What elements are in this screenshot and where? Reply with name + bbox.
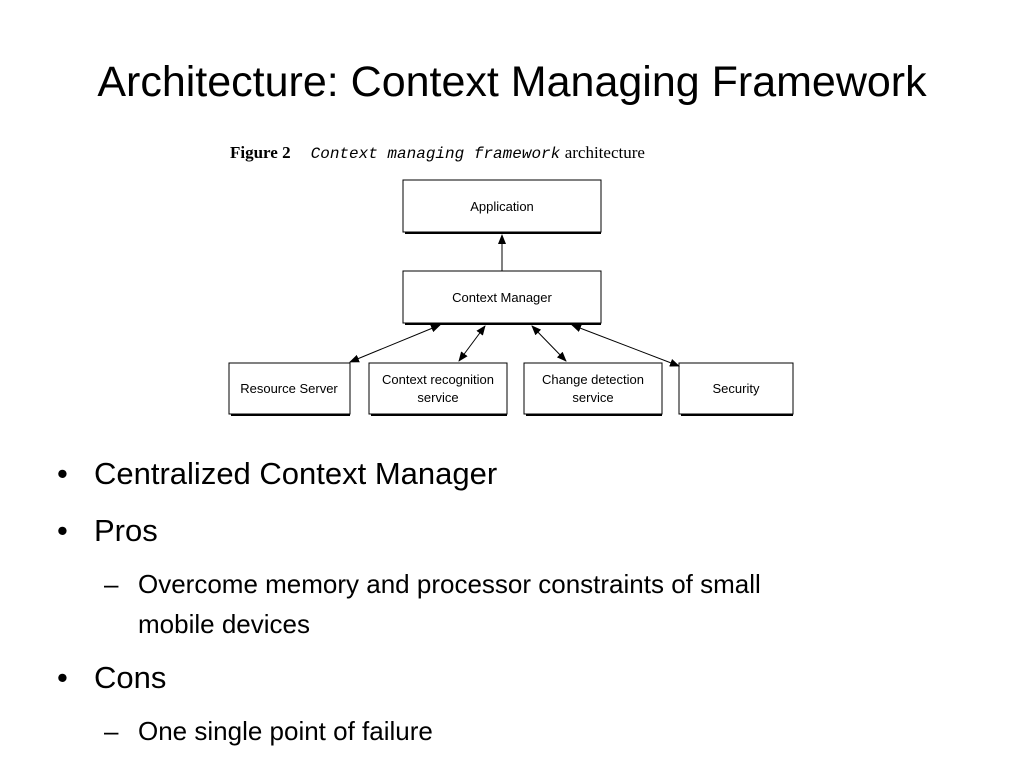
application-label: Application — [470, 199, 534, 214]
figure-caption: Figure 2 Context managing framework archi… — [230, 142, 645, 166]
context-manager-label: Context Manager — [452, 290, 552, 305]
figure-caption-rest: architecture — [564, 143, 645, 162]
change-detection-label-line1: Change detection — [542, 372, 644, 387]
security-label: Security — [713, 381, 760, 396]
security-box: Security — [678, 362, 794, 416]
arrow-cm-change-detection — [531, 325, 567, 362]
arrow-cm-security — [571, 324, 680, 367]
sub-bullet-text: One single point of failure — [138, 716, 433, 746]
context-recognition-label-line1: Context recognition — [382, 372, 494, 387]
sub-bullet-text: Overcome memory and processor constraint… — [138, 569, 761, 639]
change-detection-label-line2: service — [572, 390, 613, 405]
arrow-cm-context-recognition — [458, 325, 486, 362]
figure-label: Figure 2 — [230, 143, 291, 162]
bullet-text: Cons — [94, 660, 167, 695]
arrow-cm-resource-server — [349, 324, 441, 363]
change-detection-box: Change detection service — [523, 362, 663, 416]
bullet-marker: • — [57, 513, 68, 548]
resource-server-label: Resource Server — [240, 381, 338, 396]
resource-server-box: Resource Server — [228, 362, 351, 416]
figure-caption-italic: Context managing framework — [310, 145, 561, 163]
context-recognition-box: Context recognition service — [368, 362, 508, 416]
context-recognition-label-line2: service — [417, 390, 458, 405]
bullet-marker: • — [57, 660, 68, 695]
context-manager-box: Context Manager — [402, 270, 602, 325]
sub-bullet-marker: – — [104, 716, 119, 746]
slide-title: Architecture: Context Managing Framework — [97, 58, 927, 106]
bullet-text: Centralized Context Manager — [94, 456, 498, 491]
application-box: Application — [402, 179, 602, 234]
bullet-text: Pros — [94, 513, 158, 548]
bullet-marker: • — [57, 456, 68, 491]
sub-bullet-marker: – — [104, 569, 119, 599]
